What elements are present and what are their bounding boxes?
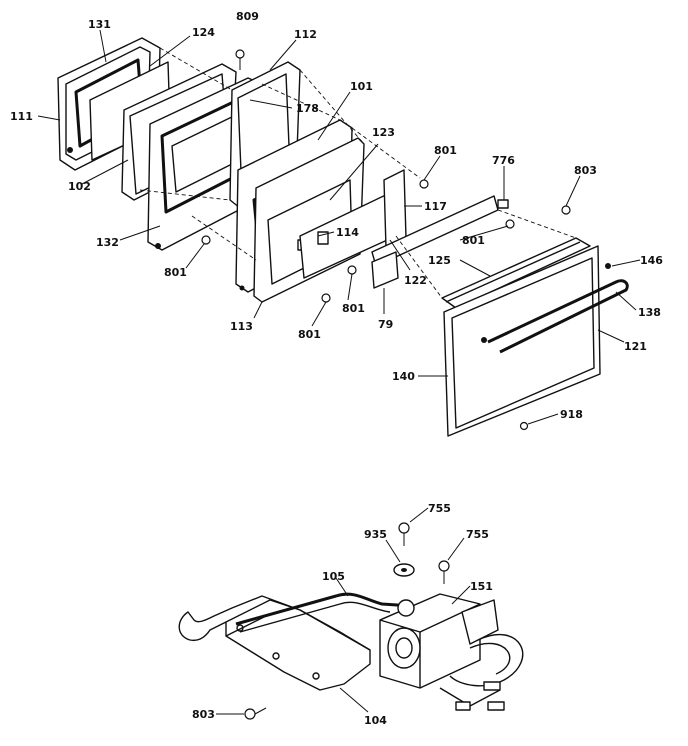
callout-755-b: 755 bbox=[466, 528, 489, 541]
callout-102: 102 bbox=[68, 180, 91, 193]
upper-callouts: 131 124 809 112 111 101 178 102 123 801 … bbox=[10, 10, 663, 421]
callout-123: 123 bbox=[372, 126, 395, 139]
callout-121: 121 bbox=[624, 340, 647, 353]
screw-803 bbox=[561, 205, 571, 215]
callout-776: 776 bbox=[492, 154, 515, 167]
callout-117: 117 bbox=[424, 200, 447, 213]
callout-755-a: 755 bbox=[428, 502, 451, 515]
callout-803-top: 803 bbox=[574, 164, 597, 177]
callout-801-left: 801 bbox=[164, 266, 187, 279]
callout-801-lower: 801 bbox=[298, 328, 321, 341]
clip-776 bbox=[497, 199, 509, 209]
screw-809 bbox=[235, 49, 245, 70]
latch-mounting-bracket bbox=[178, 595, 371, 691]
leader-lines-upper bbox=[37, 29, 641, 425]
lower-assembly bbox=[178, 507, 524, 720]
washer-935 bbox=[393, 563, 415, 577]
callout-114: 114 bbox=[336, 226, 359, 239]
callout-935: 935 bbox=[364, 528, 387, 541]
callout-132: 132 bbox=[96, 236, 119, 249]
callout-803-lower: 803 bbox=[192, 708, 215, 721]
callout-101: 101 bbox=[350, 80, 373, 93]
callout-112: 112 bbox=[294, 28, 317, 41]
screw-755-b bbox=[438, 560, 450, 584]
screw-801-b bbox=[419, 179, 429, 189]
pad-146 bbox=[605, 263, 611, 269]
callout-809: 809 bbox=[236, 10, 259, 23]
callout-104: 104 bbox=[364, 714, 387, 727]
spacer-79 bbox=[371, 251, 399, 289]
screw-801-d bbox=[347, 265, 357, 275]
upper-assembly bbox=[37, 29, 641, 437]
door-handle bbox=[487, 279, 629, 354]
callout-140: 140 bbox=[392, 370, 415, 383]
callout-146: 146 bbox=[640, 254, 663, 267]
callout-178: 178 bbox=[296, 102, 319, 115]
lock-motor bbox=[379, 593, 524, 711]
callout-113: 113 bbox=[230, 320, 253, 333]
callout-79: 79 bbox=[378, 318, 393, 331]
callout-122: 122 bbox=[404, 274, 427, 287]
lower-callouts: 755 935 755 105 151 803 104 bbox=[192, 502, 493, 727]
bracket-117 bbox=[383, 169, 407, 249]
callout-801-bottom: 801 bbox=[342, 302, 365, 315]
callout-151: 151 bbox=[470, 580, 493, 593]
callout-125: 125 bbox=[428, 254, 451, 267]
screw-755-a bbox=[398, 522, 410, 546]
callout-918: 918 bbox=[560, 408, 583, 421]
screw-803-lower bbox=[244, 707, 267, 720]
alignment-lines bbox=[139, 47, 577, 299]
screw-801-c bbox=[505, 219, 515, 229]
callout-131: 131 bbox=[88, 18, 111, 31]
screw-801-a bbox=[201, 235, 211, 245]
callout-138: 138 bbox=[638, 306, 661, 319]
leader-lines-lower bbox=[216, 507, 471, 715]
callout-105: 105 bbox=[322, 570, 345, 583]
callout-124: 124 bbox=[192, 26, 215, 39]
callout-111: 111 bbox=[10, 110, 33, 123]
latch-arm bbox=[235, 592, 413, 633]
callout-801-mid: 801 bbox=[462, 234, 485, 247]
screw-801-e bbox=[321, 293, 331, 303]
door-top-trim bbox=[441, 237, 591, 309]
screw-918 bbox=[519, 421, 529, 431]
callout-801-top: 801 bbox=[434, 144, 457, 157]
